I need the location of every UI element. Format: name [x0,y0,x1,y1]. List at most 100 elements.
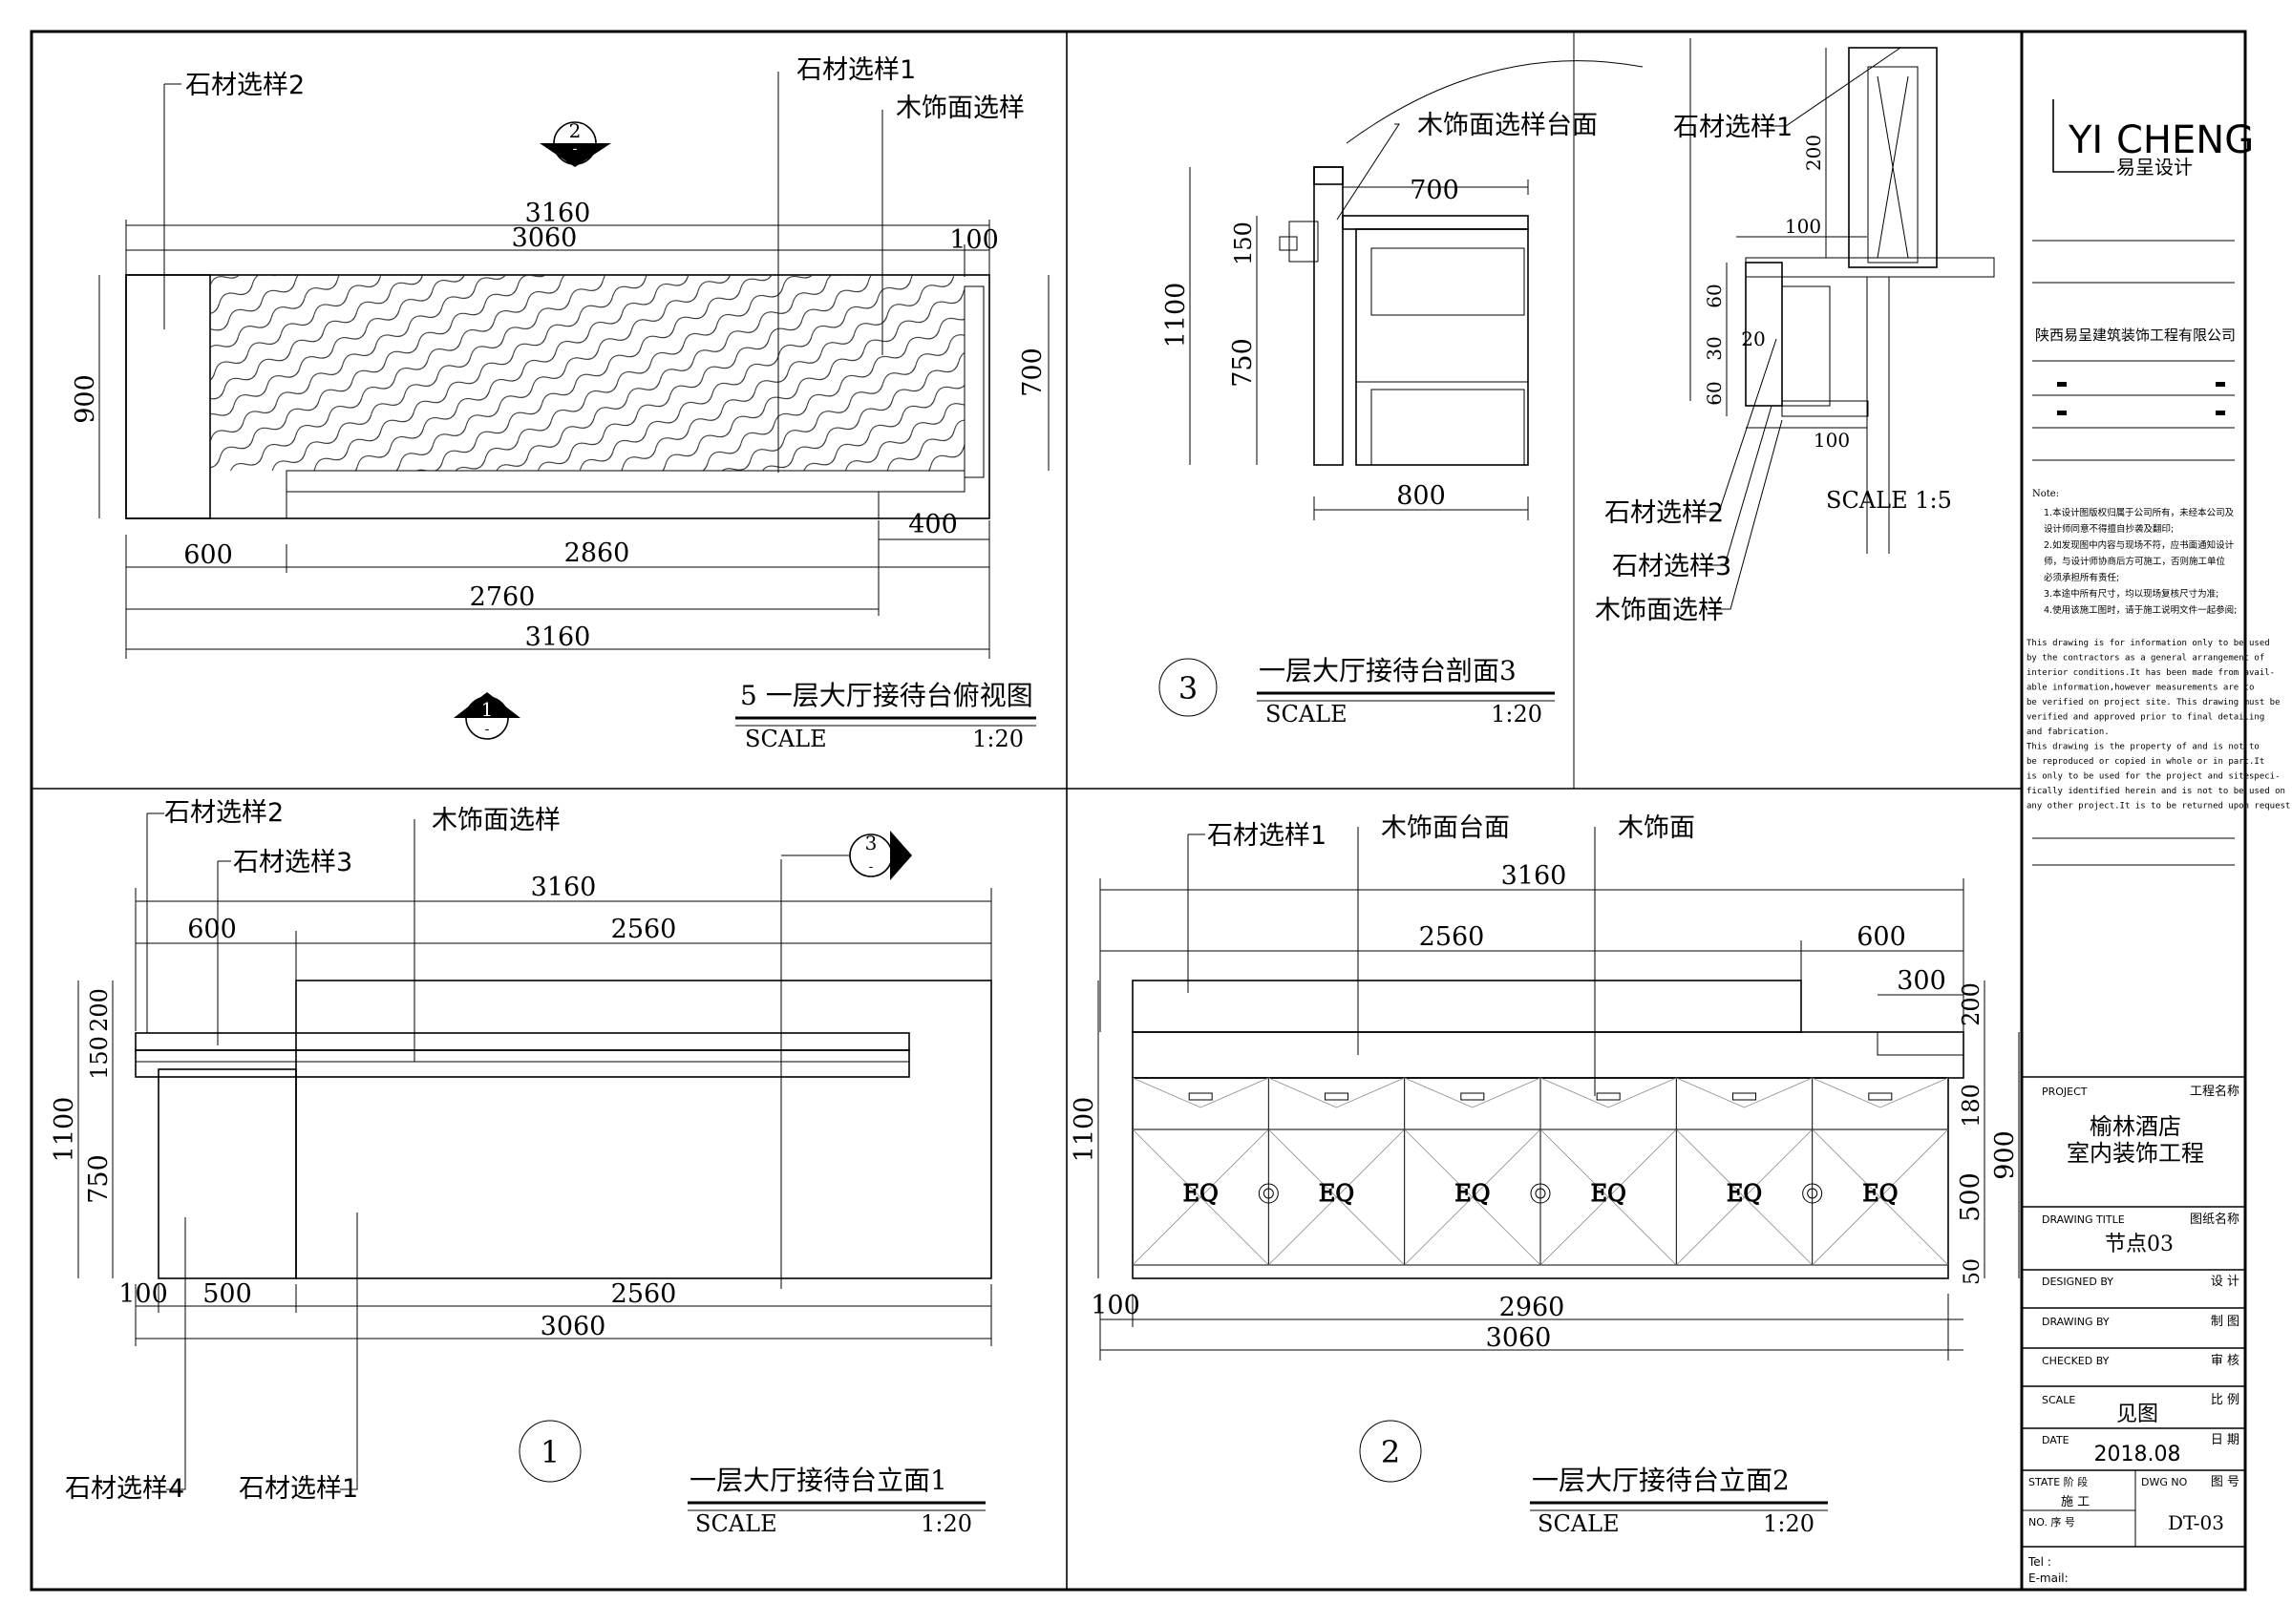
v1-dim-t3160: 3160 [531,873,597,902]
note-cn-line: 2.如发现图中内容与现场不符，应书面通知设计 [2044,539,2235,551]
v1-title: 一层大厅接待台立面1 [690,1465,947,1496]
note-cn-line: 师，与设计师协商后方可施工，否则施工单位 [2044,556,2226,567]
v1-dim-l1100: 1100 [50,1097,79,1163]
v1-dim-l200: 200 [86,988,113,1032]
tb-drawing-cn: 制 图 [2211,1315,2239,1329]
tb-email: E-mail: [2028,1571,2069,1585]
tb-state-en: STATE 阶 段 [2028,1475,2088,1488]
v1-section-marker-3: 3 - [781,831,912,880]
v3-dim-750: 750 [1228,338,1258,388]
v5-dim-b3160: 3160 [525,622,591,652]
v1-label-stone2: 石材选样2 [164,798,284,828]
yicheng-logo: YI CHENG 易呈设计 [2052,99,2254,179]
v5-dim-right: 700 [1018,348,1048,397]
v5-section-marker-2: 2 - [540,119,611,167]
v5-dim-b2860: 2860 [564,538,630,568]
cabinet-panel-lines [1268,1077,1405,1266]
tb-dwgno-en: DWG NO [2141,1476,2188,1488]
note-en-line: be verified on project site. This drawin… [2027,698,2281,707]
dt-dim-60a: 60 [1703,284,1726,307]
knob [1258,1183,1279,1204]
tb-dtitle: 节点03 [2105,1233,2174,1256]
note-cn-line: 3.本途中所有尺寸，均以现场复核尺寸为准; [2044,588,2218,600]
v1-label-stone3: 石材选样3 [233,848,352,877]
v2-dim-r200: 200 [1958,982,1984,1026]
v2-dim-t300: 300 [1897,966,1946,996]
v5-dim-b400: 400 [908,510,958,539]
v2-dim-r500: 500 [1956,1172,1985,1222]
note-cn-line: 必须承担所有责任; [2044,572,2119,583]
v2-dim-r900: 900 [1990,1130,2020,1180]
notes-chinese: Note: 1.本设计图版权归属于公司所有，未经本公司及设计师同意不得擅自抄袭及翻… [2032,489,2237,616]
v1-label-wood: 木饰面选样 [432,806,561,835]
drawer-handle [1868,1092,1893,1101]
company-name: 陕西易呈建筑装饰工程有限公司 [2035,327,2236,344]
dt-dim-20: 20 [1741,327,1765,350]
note-en-line: fically identified herein and is not to … [2027,787,2285,796]
v5-label-stone1: 石材选样1 [796,55,916,85]
view-1-elevation: 3160 600 2560 1100 200 150 750 100 500 2… [50,798,992,1537]
svg-text:3: 3 [865,832,878,854]
note-en-line: able information,however measurements ar… [2027,684,2254,693]
note-cn-line: 设计师同意不得擅自抄袭及翻印; [2044,523,2174,535]
tb-checked-en: CHECKED BY [2042,1355,2110,1367]
note-en-line: be reproduced or copied in whole or in p… [2027,757,2264,767]
tb-dtitle-en: DRAWING TITLE [2042,1213,2125,1226]
tb-dwgno-cn: 图 号 [2211,1475,2239,1489]
note-en-line: verified and approved prior to final det… [2027,713,2264,723]
cabinet-eq-label: EQ [1862,1180,1898,1207]
view-5-plan: 3160 3060 100 900 700 600 2860 400 2760 … [71,55,1050,752]
notes-cn-title: Note: [2032,489,2059,499]
v2-label-stone1: 石材选样1 [1207,821,1326,851]
dt-dim-100a: 100 [1785,215,1821,238]
v5-label-stone2: 石材选样2 [185,71,305,100]
tb-drawing-en: DRAWING BY [2042,1316,2110,1328]
tb-no-en: NO. 序 号 [2028,1515,2075,1529]
v2-dim-r50: 50 [1961,1258,1984,1285]
note-en-line: This drawing is the property of and is n… [2027,743,2260,752]
dt-label-stone3: 石材选样3 [1612,552,1731,581]
note-en-line: interior conditions.It has been made fro… [2027,668,2275,678]
v3-dim-800: 800 [1396,481,1446,511]
dt-label-stone1: 石材选样1 [1673,113,1793,142]
v2-dim-l1100: 1100 [1070,1097,1099,1163]
v1-dim-b3060: 3060 [541,1312,606,1341]
tb-tel: Tel : [2027,1555,2051,1569]
v2-dim-b3060: 3060 [1486,1323,1552,1353]
dt-dim-100b: 100 [1814,429,1850,452]
v1-scale: 1:20 [921,1510,972,1537]
cabinet-panel-lines [1676,1077,1813,1266]
tb-project-line1: 榆林酒店 [2090,1113,2181,1140]
detail-1-5: 200 100 60 30 20 60 100 石材选样1 石材选样2 石材选样… [1595,38,1995,625]
tb-designed-cn: 设 计 [2211,1275,2239,1289]
v5-dim-top1: 3160 [525,199,591,228]
v2-title: 一层大厅接待台立面2 [1532,1465,1790,1496]
note-cn-line: 1.本设计图版权归属于公司所有，未经本公司及 [2044,507,2235,518]
v5-dim-top2: 3060 [512,223,578,253]
tb-project-line2: 室内装饰工程 [2067,1140,2204,1167]
tb-scale-val: 见图 [2116,1403,2158,1426]
tb-checked-cn: 审 核 [2211,1354,2239,1368]
v3-dim-1100: 1100 [1161,283,1191,348]
dt-scale: SCALE 1:5 [1826,487,1952,514]
v2-number-circle [1359,1420,1422,1483]
drawer-handle [1188,1092,1213,1101]
v3-number-circle [1158,658,1218,717]
dt-label-stone2: 石材选样2 [1604,498,1724,528]
knob [1802,1183,1823,1204]
v1-dim-l150: 150 [86,1036,113,1080]
cabinet-panel-lines [1132,1077,1269,1266]
v1-dim-t2560: 2560 [611,915,677,944]
v1-dim-b500: 500 [202,1279,252,1309]
v5-scale: 1:20 [972,726,1024,752]
svg-text:-: - [573,141,578,157]
cabinet-eq-label: EQ [1183,1180,1219,1207]
notes-english: This drawing is for information only to … [2027,639,2292,812]
dt-dim-30: 30 [1703,336,1726,360]
v5-dim-b2760: 2760 [470,582,536,612]
cabinet-eq-label: EQ [1727,1180,1762,1207]
dt-dim-60b: 60 [1703,381,1726,405]
note-en-line: and fabrication. [2027,728,2110,737]
v1-label-stone4: 石材选样4 [65,1474,184,1504]
